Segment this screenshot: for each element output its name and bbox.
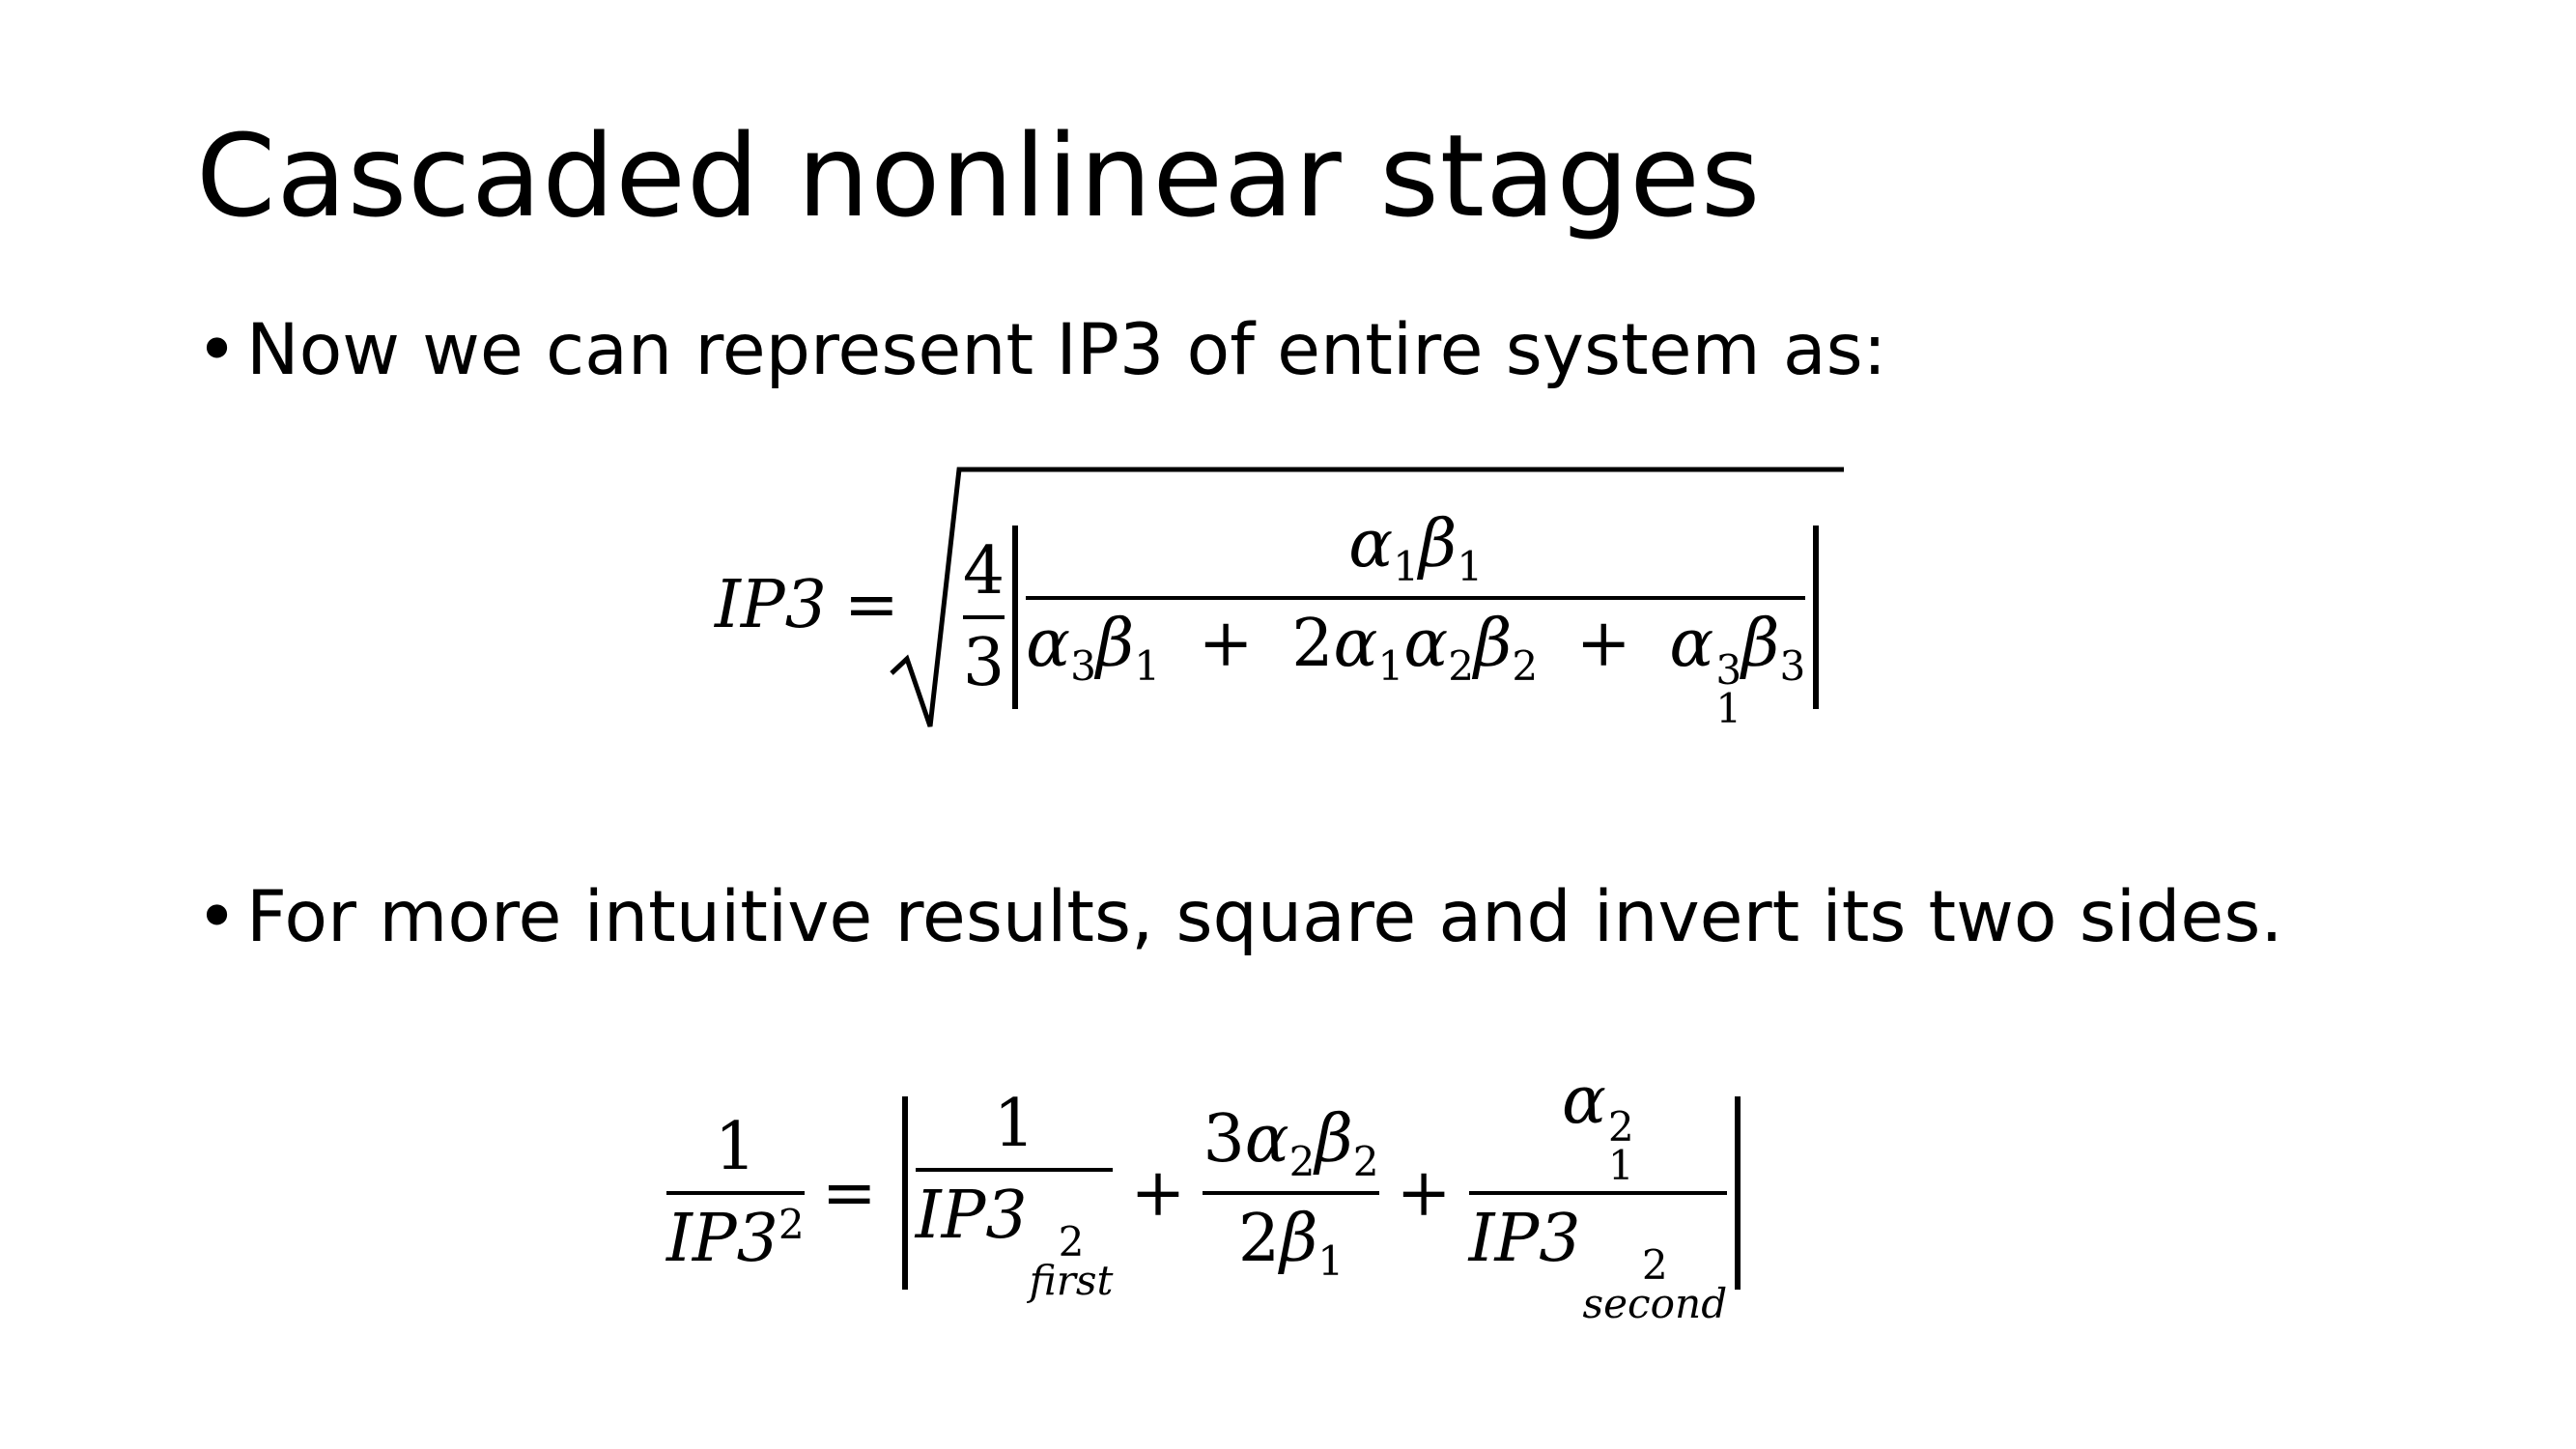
slide-title: Cascaded nonlinear stages bbox=[196, 109, 1762, 242]
cross-term-fraction: 3α2β2 2β1 bbox=[1203, 1101, 1379, 1285]
radical-sign-icon bbox=[890, 467, 1844, 727]
lhs-fraction: 1 IP32 bbox=[666, 1108, 805, 1278]
abs-right bbox=[1735, 1096, 1741, 1291]
bullet-2: •For more intuitive results, square and … bbox=[196, 874, 2283, 961]
abs-left bbox=[1012, 525, 1019, 709]
bullet-1: •Now we can represent IP3 of entire syst… bbox=[196, 307, 1886, 394]
bullet-marker: • bbox=[196, 309, 239, 391]
abs-left bbox=[901, 1096, 908, 1291]
bullet-marker: • bbox=[196, 876, 239, 958]
equation-ip3: IP3 = 4 3 α1β1 α3β1 bbox=[715, 467, 1844, 728]
eq2-equals: = bbox=[821, 1154, 877, 1232]
abs-right bbox=[1813, 525, 1820, 709]
fraction-four-thirds: 4 3 bbox=[962, 532, 1005, 701]
eq1-equals: = bbox=[843, 567, 899, 644]
eq1-lhs: IP3 bbox=[715, 567, 827, 644]
bullet-1-text: Now we can represent IP3 of entire syste… bbox=[246, 309, 1887, 391]
bullet-2-text: For more intuitive results, square and i… bbox=[246, 876, 2283, 958]
